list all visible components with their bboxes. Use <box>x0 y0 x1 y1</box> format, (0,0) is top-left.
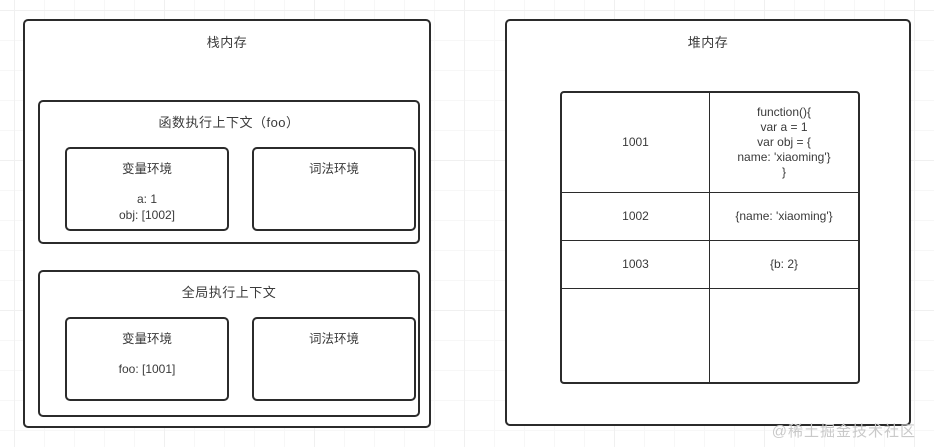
global-variable-environment-box: 变量环境 foo: [1001] <box>65 317 229 401</box>
function-execution-context-title: 函数执行上下文（foo） <box>158 115 300 130</box>
heap-address-cell: 1002 <box>562 193 710 240</box>
function-execution-context-box: 函数执行上下文（foo） 变量环境 a: 1 obj: [1002] 词法环境 <box>38 100 420 244</box>
heap-value-cell: {b: 2} <box>769 257 799 271</box>
heap-memory-panel: 堆内存 1001 function(){ var a = 1 var obj =… <box>505 19 911 426</box>
function-variable-environment-box: 变量环境 a: 1 obj: [1002] <box>65 147 229 231</box>
stack-memory-panel: 栈内存 函数执行上下文（foo） 变量环境 a: 1 obj: [1002] 词… <box>23 19 431 428</box>
heap-address-cell <box>562 289 710 382</box>
table-row: 1003 {b: 2} <box>562 241 858 289</box>
global-execution-context-box: 全局执行上下文 变量环境 foo: [1001] 词法环境 <box>38 270 420 417</box>
table-row: 1002 {name: 'xiaoming'} <box>562 193 858 241</box>
heap-value-cell: function(){ var a = 1 var obj = { name: … <box>737 105 831 179</box>
heap-value-cell: {name: 'xiaoming'} <box>735 209 833 223</box>
heap-address-cell: 1003 <box>562 241 710 288</box>
heap-memory-title: 堆内存 <box>687 35 729 50</box>
stack-memory-title: 栈内存 <box>206 35 248 50</box>
watermark-text: @稀土掘金技术社区 <box>771 423 916 440</box>
global-variable-environment-body: foo: [1001] <box>118 362 176 376</box>
function-lexical-environment-box: 词法环境 <box>252 147 416 231</box>
heap-memory-table: 1001 function(){ var a = 1 var obj = { n… <box>560 91 860 384</box>
function-variable-environment-title: 变量环境 <box>121 162 172 176</box>
global-variable-environment-title: 变量环境 <box>121 332 172 346</box>
heap-address-cell: 1001 <box>562 93 710 192</box>
table-row <box>562 289 858 382</box>
function-variable-environment-body: a: 1 obj: [1002] <box>118 192 176 222</box>
global-lexical-environment-title: 词法环境 <box>308 332 359 346</box>
global-lexical-environment-box: 词法环境 <box>252 317 416 401</box>
table-row: 1001 function(){ var a = 1 var obj = { n… <box>562 93 858 193</box>
function-lexical-environment-title: 词法环境 <box>308 162 359 176</box>
global-execution-context-title: 全局执行上下文 <box>181 285 277 300</box>
heap-value-cell <box>710 289 858 382</box>
